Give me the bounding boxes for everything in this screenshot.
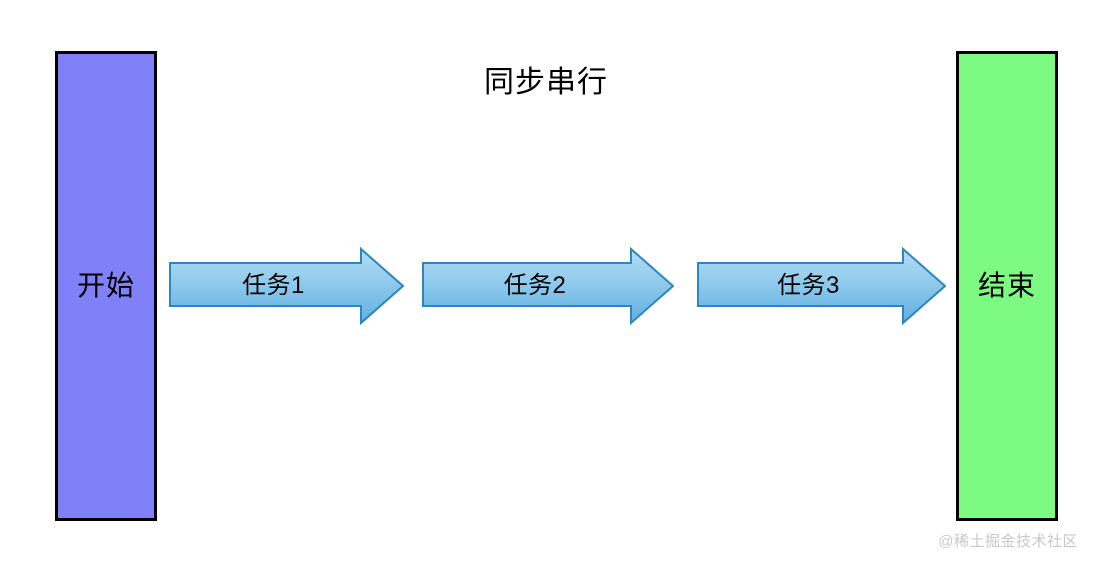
end-node-label: 结束 [977, 270, 1036, 301]
task-arrow-2[interactable]: 任务2 [422, 246, 674, 326]
page-title: 同步串行 [0, 64, 1100, 102]
task-arrow-3[interactable]: 任务3 [697, 246, 946, 326]
end-node[interactable]: 结束 [956, 51, 1058, 521]
arrow-right-icon [422, 246, 674, 326]
start-node-label: 开始 [76, 270, 135, 301]
page-title-text: 同步串行 [484, 66, 608, 99]
watermark: @稀土掘金技术社区 [938, 533, 1078, 550]
start-node[interactable]: 开始 [55, 51, 157, 521]
task-arrow-1[interactable]: 任务1 [169, 246, 404, 326]
arrow-right-icon [697, 246, 946, 326]
arrow-right-icon [169, 246, 404, 326]
